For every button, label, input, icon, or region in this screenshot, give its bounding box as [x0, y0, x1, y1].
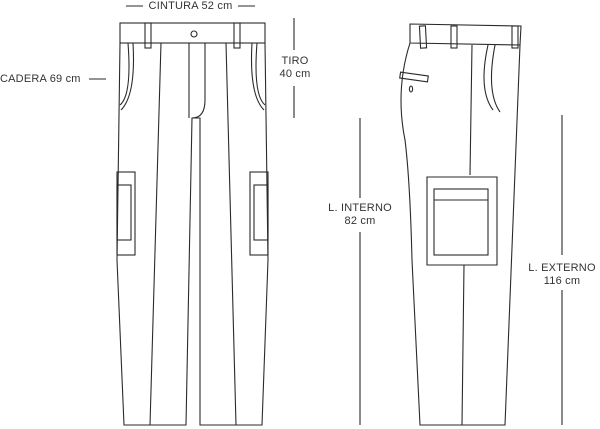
largo-interno-name: L. INTERNO — [328, 202, 392, 214]
cargo-pocket — [116, 171, 136, 256]
measure-lines — [89, 5, 563, 425]
cargo-pocket — [426, 176, 498, 266]
largo-interno-value: 82 cm — [344, 215, 376, 227]
tiro-name: TIRO — [281, 55, 309, 67]
largo-externo-label: L. EXTERNO 116 cm — [522, 262, 600, 288]
cadera-label: CADERA 69 cm — [0, 73, 81, 85]
back-pocket — [399, 71, 429, 83]
tiro-label: TIRO 40 cm — [270, 55, 320, 81]
button — [190, 30, 198, 38]
cargo-pocket — [249, 171, 269, 256]
tiro-value: 40 cm — [279, 68, 311, 80]
front-view — [116, 22, 269, 426]
side-view — [399, 23, 522, 426]
cintura-label: CINTURA 52 cm — [148, 0, 233, 12]
largo-interno-label: L. INTERNO 82 cm — [318, 202, 402, 228]
largo-externo-name: L. EXTERNO — [528, 262, 596, 274]
largo-externo-value: 116 cm — [543, 275, 581, 287]
belt-loop — [144, 22, 152, 49]
belt-loop — [233, 22, 241, 49]
